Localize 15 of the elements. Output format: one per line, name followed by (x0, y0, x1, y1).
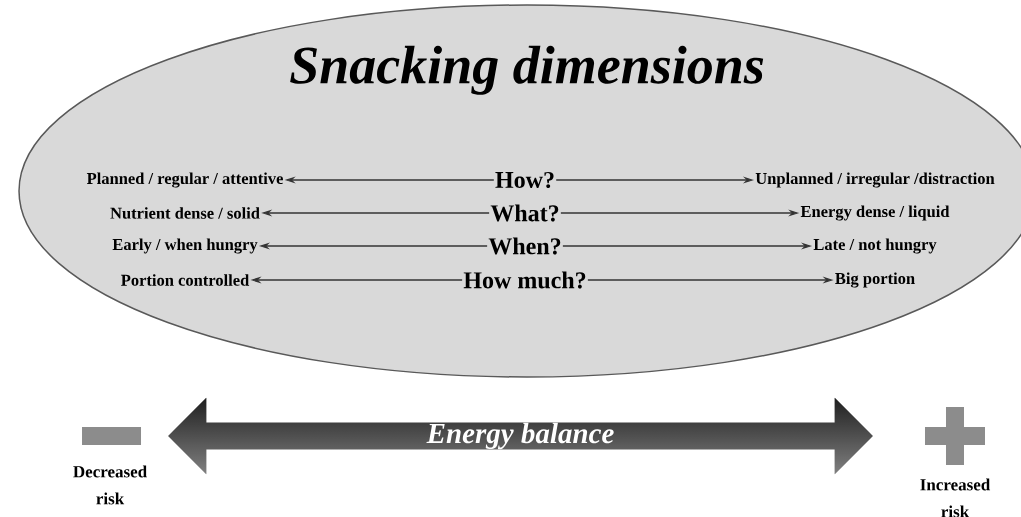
dimension-text: Planned / regular / attentive (86, 172, 283, 188)
question-text: How? (495, 171, 554, 189)
risk-label: Decreased risk (73, 465, 147, 505)
dimension-text: Early / when hungry (112, 238, 258, 254)
question-text: When? (488, 237, 561, 255)
dimension-text: Portion controlled (121, 274, 250, 286)
risk-label: Increased risk (920, 478, 991, 517)
dimension-text: Energy dense / liquid (800, 205, 950, 221)
question-text: How much? (463, 271, 586, 289)
dimension-text: Big portion (835, 272, 915, 288)
dimension-text: Nutrient dense / solid (110, 207, 260, 219)
dimension-text: Unplanned / irregular /distraction (755, 172, 995, 188)
question-text: What? (490, 204, 559, 222)
dimension-text: Late / not hungry (813, 238, 937, 254)
double-arrow: Energy balance (426, 422, 614, 450)
